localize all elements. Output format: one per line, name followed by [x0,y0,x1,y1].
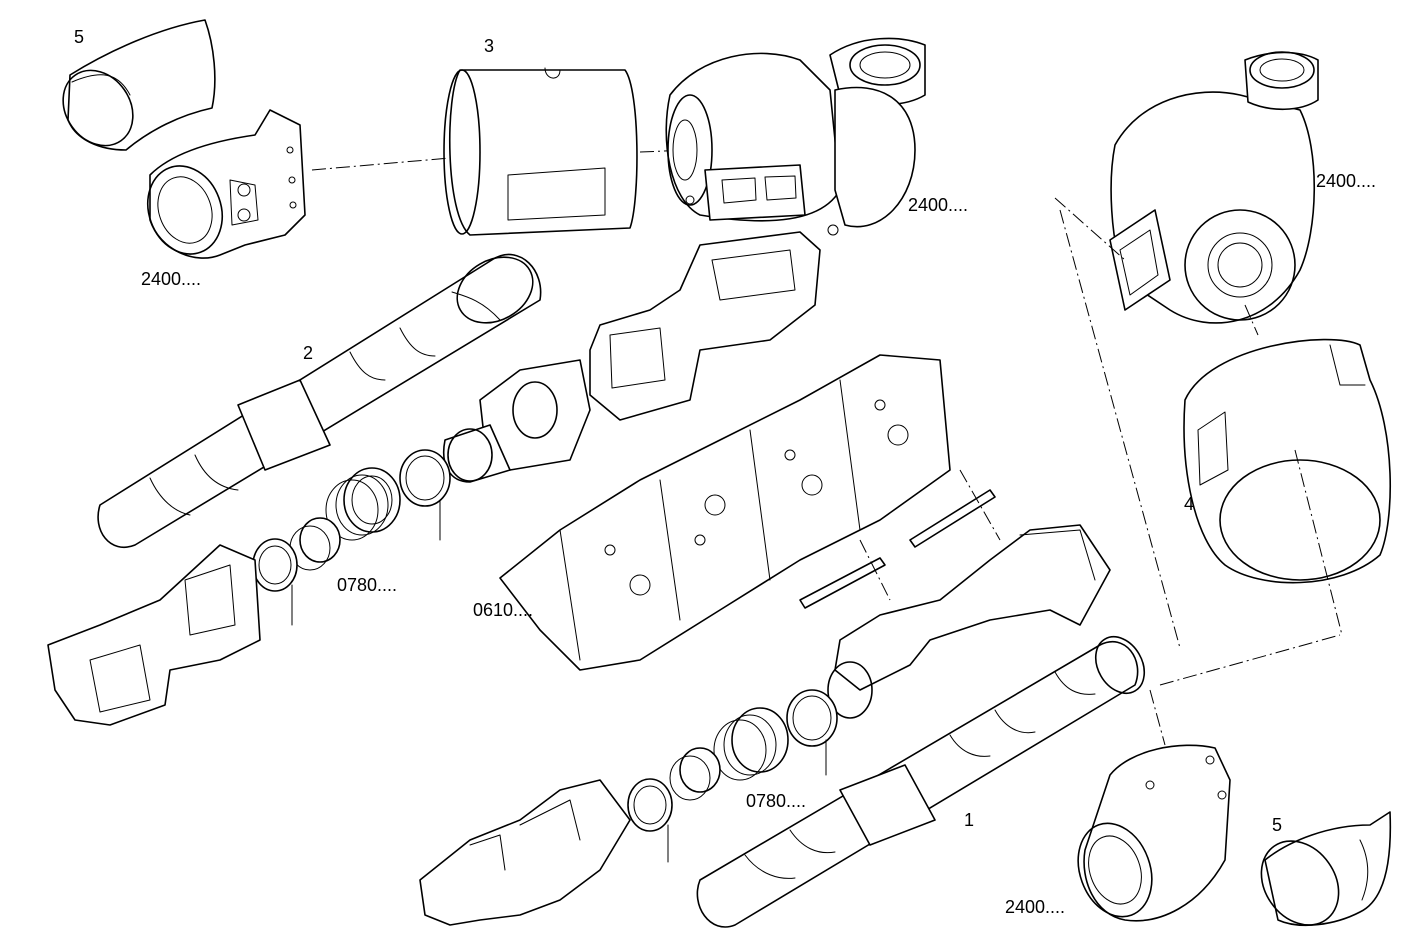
part-number-2400-turbo-right: 2400.... [1316,171,1377,191]
exhaust-manifold-bottom [419,779,631,926]
part-number-0780-upper: 0780.... [337,575,398,595]
turbocharger-right [1109,51,1319,324]
callout-1: 1 [964,810,975,830]
exhaust-elbow-top [147,109,306,259]
heat-shield-tube-1 [696,635,1146,928]
part-number-0610: 0610.... [473,600,534,620]
turbocharger-top [665,37,926,236]
callout-4: 4 [1184,494,1195,514]
bellows-clamp-lower [627,689,838,863]
part-number-2400-elbow-top: 2400.... [141,269,202,289]
callout-2: 2 [303,343,314,363]
heat-shield-3 [443,67,638,236]
gaskets [799,489,996,609]
cylinder-head-0610 [499,354,951,671]
callout-3: 3 [484,36,495,56]
exhaust-manifold-upper [443,231,821,483]
heat-shield-elbow-5-bottom [1260,811,1392,927]
part-number-2400-turbo-top: 2400.... [908,195,969,215]
part-number-2400-elbow-bottom: 2400.... [1005,897,1066,917]
exhaust-manifold-lower-right [827,524,1111,719]
exhaust-elbow-bottom [1077,744,1231,922]
bellows-clamp-upper [252,449,451,626]
heat-shield-4 [1183,338,1392,584]
exhaust-manifold-lower-left [47,544,261,726]
callout-5-top: 5 [74,27,85,47]
callout-5-bottom: 5 [1272,815,1283,835]
heat-shield-tube-2 [97,253,542,548]
part-number-0780-lower: 0780.... [746,791,807,811]
heat-shield-elbow-5-top [62,19,216,151]
